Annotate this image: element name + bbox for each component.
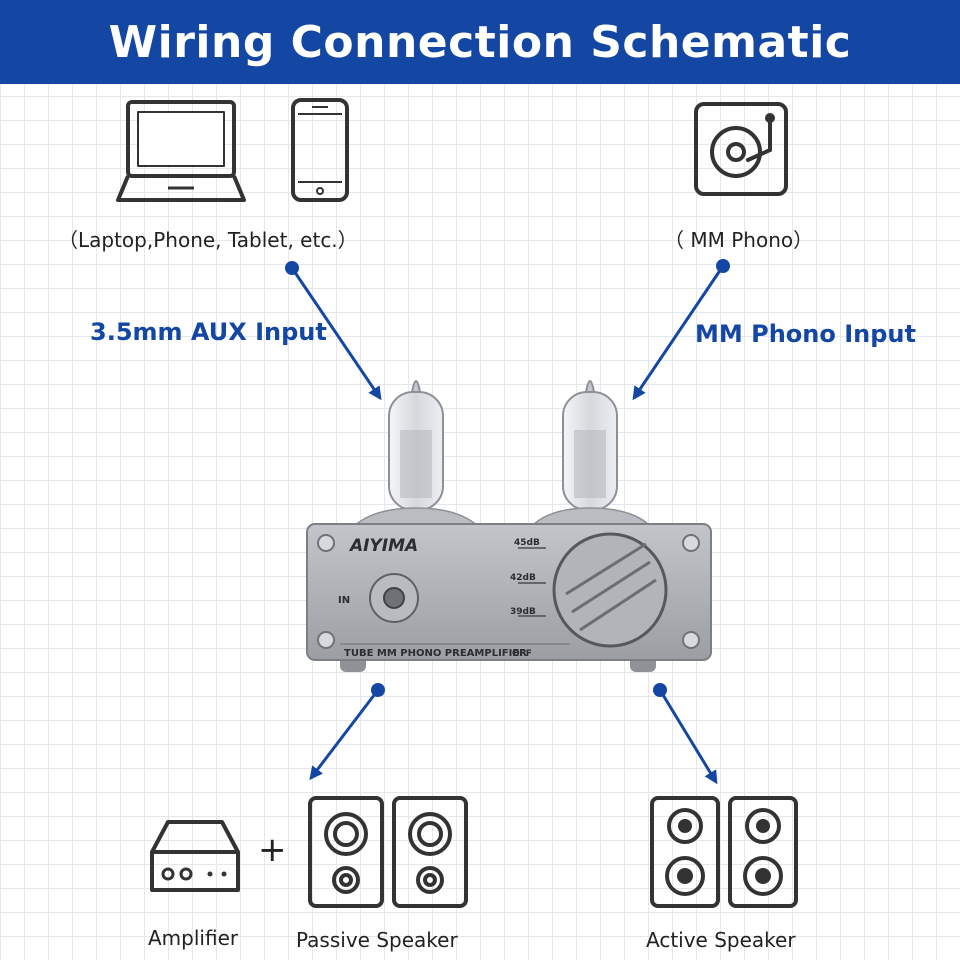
- device-in-label: IN: [338, 595, 350, 606]
- amplifier-caption: Amplifier: [148, 926, 239, 950]
- phone-icon: [291, 98, 349, 202]
- aux-input-jack: [369, 573, 419, 623]
- device-off-label: OFF: [512, 649, 532, 659]
- device-subtitle: TUBE MM PHONO PREAMPLIFIER: [344, 648, 527, 659]
- arrow-amplifier-output: [309, 683, 385, 781]
- right-vacuum-tube: [528, 380, 654, 529]
- gain-mark-45db: 45dB: [514, 538, 540, 548]
- arrow-active-output: [653, 683, 718, 785]
- phono-input-label: MM Phono Input: [695, 320, 916, 348]
- gain-mark-39db: 39dB: [510, 607, 536, 617]
- passive-speaker-icon: [308, 796, 468, 908]
- tube-preamp-device: AIYIMA IN 45dB 42dB 39dB TUBE MM PHONO P…: [306, 380, 712, 672]
- sources-caption: （Laptop,Phone, Tablet, etc.）: [58, 228, 358, 252]
- passive-speaker-caption: Passive Speaker: [296, 928, 458, 952]
- phono-caption: （ MM Phono）: [664, 228, 814, 252]
- arrow-phono-input: [632, 259, 730, 401]
- page-title: Wiring Connection Schematic: [108, 16, 852, 68]
- gain-knob: [552, 532, 668, 648]
- aux-input-label: 3.5mm AUX Input: [90, 318, 327, 346]
- amplifier-icon: [150, 820, 240, 892]
- active-speaker-icon: [650, 796, 798, 908]
- arrow-aux-input: [285, 261, 382, 401]
- device-brand: AIYIMA: [348, 536, 418, 556]
- turntable-icon: [694, 102, 788, 196]
- plus-sign: +: [258, 830, 287, 870]
- left-vacuum-tube: [350, 380, 482, 529]
- title-banner: Wiring Connection Schematic: [0, 0, 960, 84]
- laptop-icon: [116, 100, 246, 202]
- gain-mark-42db: 42dB: [510, 573, 536, 583]
- active-speaker-caption: Active Speaker: [646, 928, 796, 952]
